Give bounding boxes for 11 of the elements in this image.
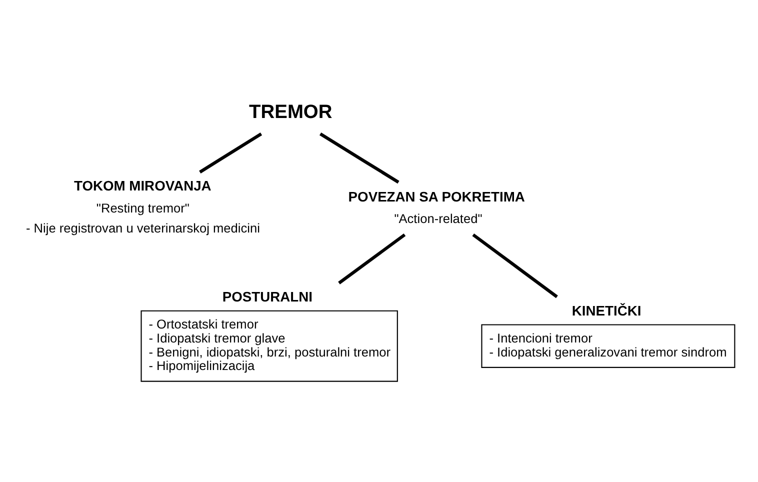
node-text: POVEZAN SA POKRETIMA "Action-related" [348, 188, 525, 226]
connector [199, 132, 262, 173]
node-label: KINETIČKI [572, 302, 642, 318]
node-label: POSTURALNI [222, 288, 312, 304]
node-box: - Intencioni tremor - Idiopatski generalizovani tremor sindrom [481, 324, 736, 368]
node-box: - Ortostatski tremor - Idiopatski tremor glave - Benigni, idiopatski, brzi, posturalni tremor - Hipomijelinizacija [140, 310, 398, 382]
connector [320, 132, 400, 184]
connector [338, 232, 406, 284]
node-text: TOKOM MIROVANJA "Resting tremor" - Nije registrovan u veterinarskoj medicini [26, 177, 260, 236]
node-text: TREMOR [249, 102, 332, 123]
connector [472, 232, 558, 298]
